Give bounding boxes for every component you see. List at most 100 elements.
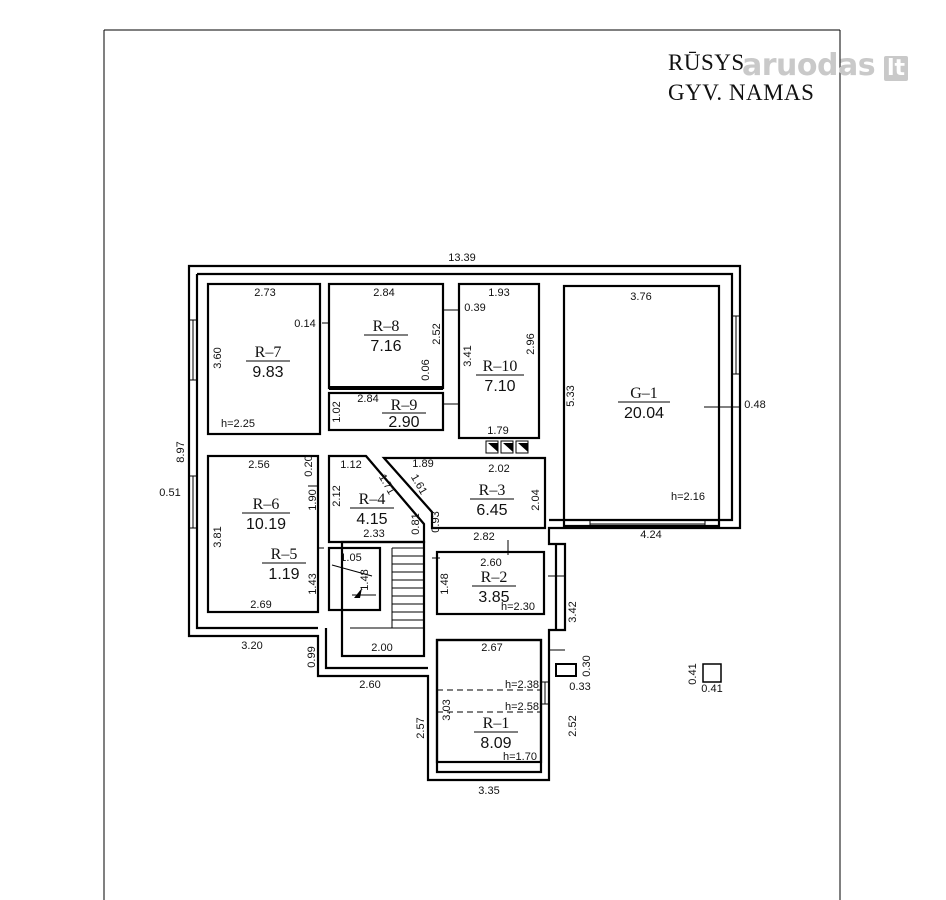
dim-label: h=2.58: [505, 701, 539, 713]
room-r5-name: R–5: [271, 546, 298, 563]
dim-label: 1.79: [487, 425, 508, 437]
dim-label: 2.00: [371, 642, 392, 654]
dim-label: 0.33: [569, 681, 590, 693]
dim-label: 3.20: [241, 640, 262, 652]
dim-label: h=2.25: [221, 418, 255, 430]
dim-label: 1.93: [488, 287, 509, 299]
room-r4-outline: [327, 454, 426, 544]
column-square: [702, 663, 722, 683]
dim-label: 2.82: [473, 531, 494, 543]
room-r3-area: 6.45: [476, 502, 507, 519]
dim-label: h=1.70: [503, 751, 537, 763]
dim-label: 2.52: [431, 323, 443, 344]
room-r7-name: R–7: [255, 344, 282, 361]
stair-outline: [340, 540, 426, 658]
plan-title-line1: RŪSYS: [668, 50, 745, 75]
room-r7-area: 9.83: [252, 364, 283, 381]
dim-label: 1.43: [307, 573, 319, 594]
dim-label: 2.60: [359, 679, 380, 691]
watermark-logo: aruodas: [742, 48, 876, 83]
dim-label: 1.48: [359, 569, 371, 590]
dim-label: 0.20: [303, 455, 315, 476]
dim-label: 2.84: [373, 287, 394, 299]
dim-label: 1.89: [412, 458, 433, 470]
exterior-walls: [187, 264, 742, 782]
room-r9-area: 2.90: [388, 414, 419, 431]
dim-label: 2.67: [481, 642, 502, 654]
dim-label: 1.61: [408, 472, 429, 497]
vent-marks: [488, 443, 528, 452]
dimension-labels: 13.39 2.73 2.84 1.93 3.76 0.14 0.39 2.52…: [159, 252, 765, 797]
dim-label: 3.81: [212, 526, 224, 547]
dim-label: 0.81: [410, 513, 422, 534]
room-r7-outline: [206, 282, 322, 436]
chimney-box: [555, 663, 577, 677]
room-r10-name: R–10: [483, 358, 518, 375]
dim-label: 1.90: [307, 489, 319, 510]
room-outlines: [206, 282, 721, 764]
dim-label: 8.97: [175, 441, 187, 462]
room-g1-outline: [562, 284, 721, 528]
plan-title-line2: GYV. NAMAS: [668, 80, 815, 105]
dim-label: 3.41: [462, 345, 474, 366]
dim-label: 0.99: [306, 646, 318, 667]
dim-label: 1.05: [340, 552, 361, 564]
room-r9-outline: [327, 391, 445, 432]
stair-treads: [350, 547, 424, 629]
room-r6-name: R–6: [253, 496, 280, 513]
dim-label: 0.06: [420, 359, 432, 380]
room-r9-name: R–9: [391, 397, 418, 414]
room-g1-name: G–1: [630, 385, 658, 402]
room-r2-area: 3.85: [478, 589, 509, 606]
dim-label: 2.96: [525, 333, 537, 354]
dim-label: 3.76: [630, 291, 651, 303]
dim-label: 2.60: [480, 557, 501, 569]
dim-label: 2.33: [363, 528, 384, 540]
dim-label: 0.41: [701, 683, 722, 695]
dim-label: 2.02: [488, 463, 509, 475]
dim-label: h=2.38: [505, 679, 539, 691]
room-r5-outline: [327, 546, 382, 612]
dim-label: 3.03: [441, 699, 453, 720]
dim-label: 2.04: [530, 489, 542, 510]
room-r8-area: 7.16: [370, 338, 401, 355]
room-r4-name: R–4: [359, 491, 386, 508]
dim-label: 3.35: [478, 785, 499, 797]
room-r5-area: 1.19: [268, 566, 299, 583]
dim-label: 0.14: [294, 318, 315, 330]
room-r8-name: R–8: [373, 318, 400, 335]
dim-label: 2.57: [415, 717, 427, 738]
room-r1-area: 8.09: [480, 735, 511, 752]
room-r6-area: 10.19: [246, 516, 286, 533]
dim-label: 1.02: [331, 401, 343, 422]
watermark-tld: lt: [884, 56, 909, 81]
room-r10-area: 7.10: [484, 378, 515, 395]
dim-label: 2.73: [254, 287, 275, 299]
room-r2-outline: [435, 550, 546, 616]
dim-label: 0.93: [430, 511, 442, 532]
room-r4-area: 4.15: [356, 511, 387, 528]
dim-label: 13.39: [448, 252, 476, 264]
room-g1-area: 20.04: [624, 405, 664, 422]
room-r1-outline: [435, 638, 543, 764]
dim-label: 1.12: [340, 459, 361, 471]
dim-label: 0.39: [464, 302, 485, 314]
room-r10-outline: [457, 282, 541, 440]
room-r2-name: R–2: [481, 569, 508, 586]
room-r3-name: R–3: [479, 482, 506, 499]
room-r3-outline: [381, 456, 547, 530]
dim-label: 2.69: [250, 599, 271, 611]
dim-label: 2.84: [357, 393, 378, 405]
dim-label: 4.24: [640, 529, 661, 541]
dim-label: h=2.30: [501, 601, 535, 613]
dim-label: 2.56: [248, 459, 269, 471]
room-labels: R–7 9.83 R–8 7.16 R–9 2.90 R–10 7.10 G–1…: [242, 318, 670, 752]
room-r6-outline: [206, 454, 320, 614]
windows: [189, 315, 740, 705]
dim-label: 3.42: [567, 601, 579, 622]
dim-label: 5.33: [565, 385, 577, 406]
dim-label: 1.48: [439, 573, 451, 594]
dim-label: 0.48: [744, 399, 765, 411]
dim-label: 2.52: [567, 715, 579, 736]
